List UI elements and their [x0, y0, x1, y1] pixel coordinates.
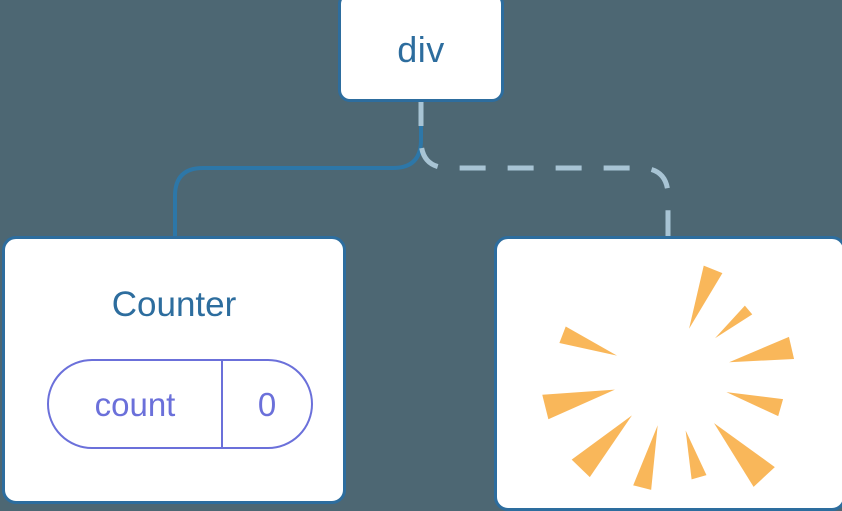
burst-ray-5	[685, 430, 707, 480]
burst-ray-8	[542, 389, 615, 420]
burst-ray-4	[714, 423, 775, 487]
edge-div-to-burst	[418, 100, 671, 242]
node-div-label: div	[397, 29, 445, 70]
node-counter[interactable]: Counter count 0	[2, 236, 346, 504]
burst-ray-3	[726, 392, 784, 417]
burst-ray-2	[729, 336, 795, 363]
edge-div-to-counter	[173, 98, 423, 242]
node-div[interactable]: div	[338, 0, 504, 102]
state-pill-count[interactable]: count 0	[47, 359, 313, 449]
node-counter-title: Counter	[111, 285, 237, 324]
starburst-icon	[542, 265, 795, 490]
burst-ray-6	[633, 425, 658, 490]
state-value: 0	[221, 361, 311, 447]
burst-ray-7	[571, 415, 632, 478]
node-burst[interactable]	[494, 236, 842, 511]
burst-ray-1	[714, 305, 753, 339]
burst-ray-0	[689, 265, 723, 329]
burst-ray-9	[559, 326, 618, 356]
state-key: count	[94, 385, 176, 423]
